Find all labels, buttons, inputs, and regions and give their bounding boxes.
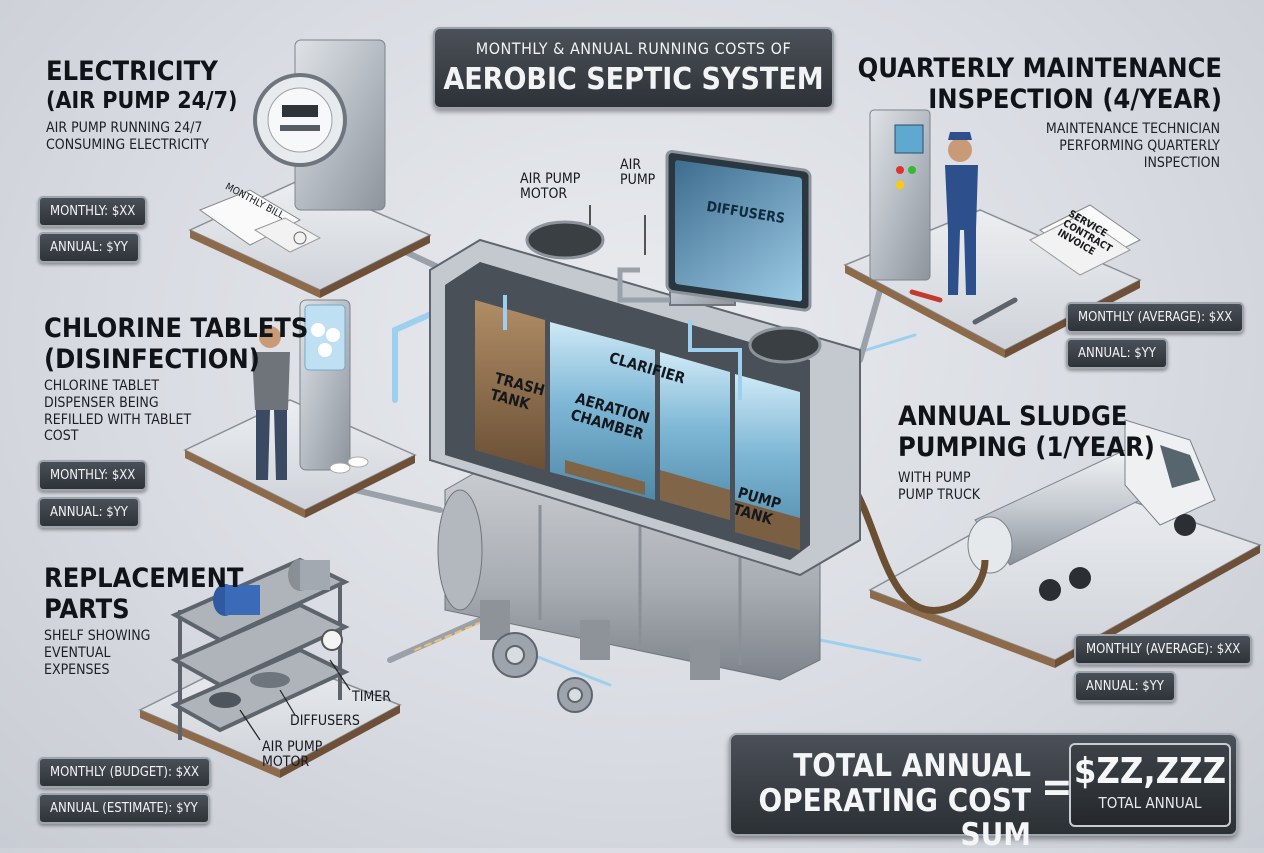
motor-icon	[213, 559, 330, 616]
maintenance-heading: Quarterly Maintenance Inspection (4/Year…	[857, 53, 1222, 116]
chlorine-platform	[183, 299, 417, 518]
bill-icon	[198, 189, 322, 253]
chlorine-description: Chlorine tablet dispenser being refilled…	[44, 378, 192, 445]
sludge-description: With pump pump truck	[898, 470, 980, 503]
total-cost-panel: Total Annual Operating Cost Sum = $ZZ,ZZ…	[729, 733, 1238, 853]
parts-description: Shelf showing eventual expenses	[44, 628, 151, 678]
title-banner: Monthly & Annual Running Costs of Aerobi…	[433, 27, 834, 109]
parts-heading: Replacement Parts	[44, 563, 244, 626]
chlorine-heading: Chlorine Tablets (Disinfection)	[44, 313, 309, 376]
parts-platform	[138, 557, 402, 778]
pump-tank-chamber	[735, 374, 800, 550]
screwdriver-icon	[909, 289, 943, 303]
technician-icon	[945, 132, 978, 295]
timer-icon	[321, 629, 343, 651]
truck-platform	[814, 419, 1262, 668]
electricity-monthly-cost: Monthly: $XX	[38, 196, 148, 227]
air-pump-motor-label: Air Pump Motor	[520, 171, 581, 203]
gear-icon	[492, 632, 593, 713]
equals-sign: =	[1041, 762, 1073, 811]
parts-annual-cost: Annual (Estimate): $YY	[38, 793, 210, 824]
air-pump-label: Air Pump	[620, 157, 656, 189]
person-refilling-icon	[252, 326, 290, 480]
total-value: $ZZ,ZZZ	[1073, 751, 1227, 792]
total-value-box: $ZZ,ZZZ Total Annual	[1069, 743, 1231, 827]
maintenance-monthly-cost: Monthly (Average): $XX	[1066, 302, 1245, 333]
total-label: Total Annual Operating Cost Sum	[758, 748, 1031, 853]
lid	[748, 326, 822, 364]
wrench-icon	[972, 297, 1018, 325]
chlorine-monthly-cost: Monthly: $XX	[38, 460, 148, 491]
sludge-monthly-cost: Monthly (Average): $XX	[1074, 634, 1253, 665]
electricity-description: Air pump running 24/7 consuming electric…	[46, 120, 209, 153]
invoice-icon	[1029, 204, 1141, 276]
timer-label: Timer	[352, 689, 391, 705]
title-line-2: Aerobic Septic System	[443, 62, 824, 97]
parts-monthly-cost: Monthly (Budget): $XX	[38, 757, 212, 788]
aeration-chamber	[550, 322, 655, 500]
electricity-annual-cost: Annual: $YY	[38, 232, 140, 263]
clarifier-chamber	[660, 352, 730, 520]
septic-tank-assembly	[429, 150, 861, 681]
trash-tank-chamber	[475, 300, 545, 470]
title-line-1: Monthly & Annual Running Costs of	[475, 39, 792, 58]
sludge-annual-cost: Annual: $YY	[1074, 671, 1176, 702]
lid	[525, 220, 605, 260]
chlorine-annual-cost: Annual: $YY	[38, 497, 140, 528]
diffusers-screen	[665, 150, 812, 312]
pump-truck-icon	[967, 419, 1216, 601]
air-pump-motor-parts-label: Air Pump Motor	[262, 739, 323, 771]
electricity-platform	[188, 39, 432, 298]
electricity-heading: Electricity (Air Pump 24/7)	[46, 56, 238, 115]
maintenance-description: Maintenance technician performing quarte…	[1045, 121, 1220, 171]
maintenance-annual-cost: Annual: $YY	[1066, 338, 1168, 369]
diffusers-parts-label: Diffusers	[290, 713, 360, 729]
sludge-heading: Annual Sludge Pumping (1/Year)	[898, 401, 1155, 464]
total-sub-label: Total Annual	[1098, 794, 1202, 812]
